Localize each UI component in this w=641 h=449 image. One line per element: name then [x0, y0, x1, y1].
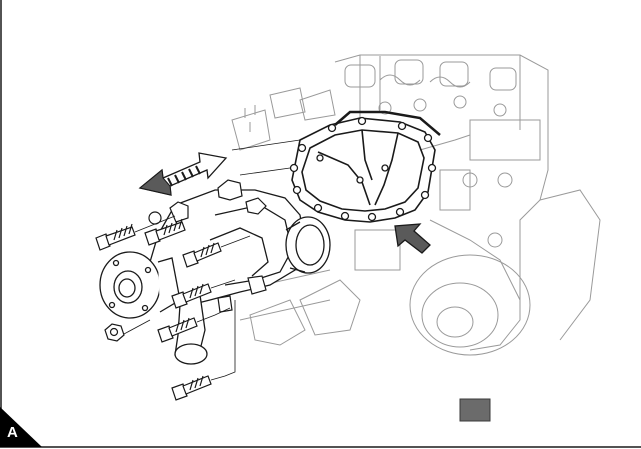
- bolt: [182, 242, 222, 268]
- bolt: [95, 223, 136, 251]
- bolt: [171, 375, 212, 401]
- install-direction-arrow-icon: [394, 223, 431, 254]
- legend-box: [459, 398, 491, 422]
- nut: [104, 323, 125, 342]
- bolt: [157, 317, 198, 343]
- corner-tab: [0, 407, 42, 447]
- engine-block-drawing: [231, 54, 601, 356]
- water-pump-housing: [149, 189, 331, 365]
- double-headed-arrow-icon: [138, 152, 228, 196]
- bolt: [171, 283, 212, 309]
- bolt: [144, 218, 186, 246]
- housing-bolt-bosses: [148, 179, 267, 313]
- pump-pulley-flange: [99, 251, 181, 319]
- gasket-plate: [291, 110, 441, 223]
- bolt-set: [95, 218, 222, 401]
- figure-corner-label: A: [7, 424, 18, 441]
- leader-lines: [123, 139, 301, 381]
- gasket-bolt-holes: [289, 116, 437, 222]
